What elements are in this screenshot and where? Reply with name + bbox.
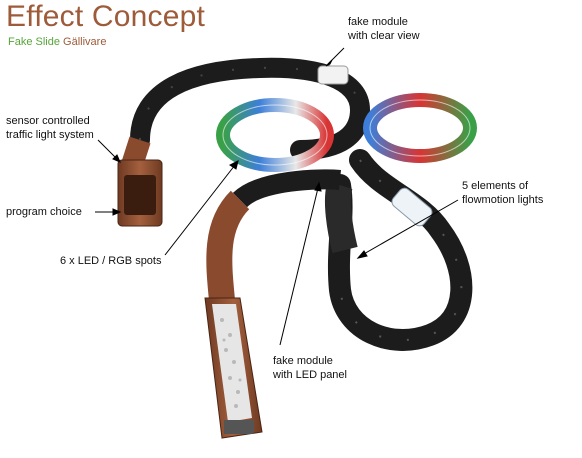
label-program-choice: program choice [6,206,82,218]
label-line: fake module [273,355,333,367]
label-line: fake module [348,16,408,28]
subtitle-location: Gällivare [63,36,107,48]
label-rgb-spots: 6 x LED / RGB spots [60,255,162,267]
label-line: 5 elements of [462,180,529,192]
label-line: sensor controlled [6,115,90,127]
lower-loop [327,149,473,351]
clear-view-module [317,65,349,85]
led-panel-module [324,180,358,254]
label-led-panel: fake module with LED panel [273,354,347,382]
connector-tube [232,169,341,208]
exit-chute-curve [206,190,250,302]
page-subtitle: Fake Slide Gällivare [8,36,106,48]
flowmotion-module [391,187,433,227]
page-title: Effect Concept [6,0,206,33]
subtitle-fake-slide: Fake Slide [8,36,60,48]
upper-tube [130,57,371,160]
label-line: with clear view [348,30,420,42]
label-sensor: sensor controlled traffic light system [6,114,94,142]
label-fake-clear-view: fake module with clear view [348,15,420,43]
label-line: with LED panel [273,369,347,381]
label-flowmotion: 5 elements of flowmotion lights [462,179,543,207]
label-line: flowmotion lights [462,194,544,206]
annotation-arrows [95,47,459,346]
label-line: traffic light system [6,129,94,141]
